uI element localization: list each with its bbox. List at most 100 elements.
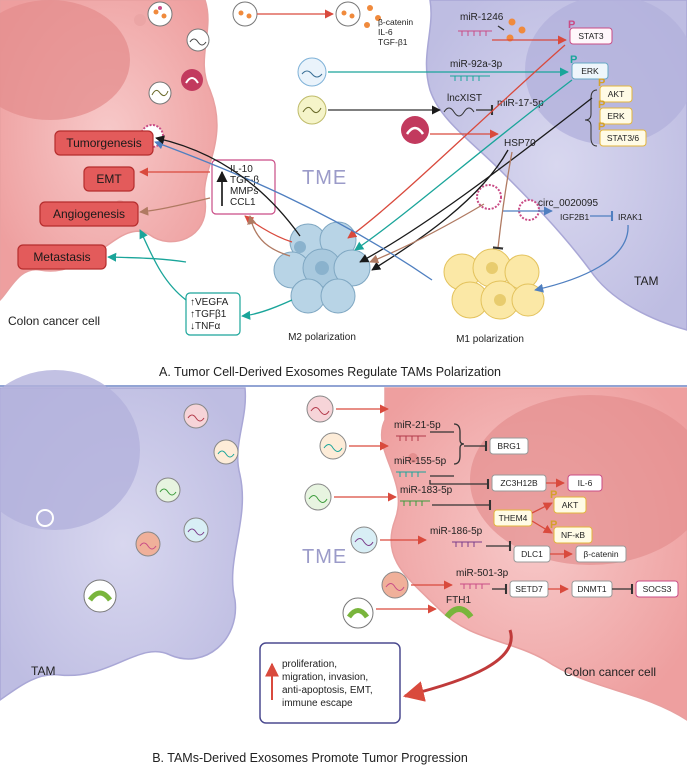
- mir17-label: miR-17-5p: [497, 98, 544, 109]
- m2-factor: CCL1: [230, 197, 256, 208]
- rna-strand: [450, 75, 490, 81]
- outcome-line: anti-apoptosis, EMT,: [282, 685, 373, 696]
- tumorgenesis-label: Tumorgenesis: [66, 136, 142, 150]
- rna-strands-b: [396, 435, 490, 589]
- phospho-akt-b: P: [550, 489, 557, 501]
- erk2-label-a: ERK: [607, 111, 625, 121]
- vesicle-ring: [36, 509, 54, 527]
- arrows-a: [107, 9, 629, 320]
- m2-macrophage-cluster: [273, 221, 371, 314]
- m2-label: M2 polarization: [288, 332, 356, 343]
- mir92a-label: miR-92a-3p: [450, 59, 503, 70]
- free-exosomes-a: [232, 1, 540, 221]
- m2-factor: MMPs: [230, 186, 258, 197]
- emt-box: [83, 166, 135, 192]
- igf2b1-label: IGF2B1: [560, 212, 590, 222]
- outcome-line: proliferation,: [282, 659, 337, 670]
- erk-label-a: ERK: [581, 66, 599, 76]
- free-exosomes-b: [304, 395, 474, 629]
- fth1-label: FTH1: [446, 595, 471, 606]
- socs3-label: SOCS3: [643, 584, 672, 594]
- phospho-erk2: P: [598, 99, 605, 111]
- phospho-stat36: P: [598, 121, 605, 133]
- cargo-il6: IL-6: [378, 27, 393, 37]
- zc3h12b-label: ZC3H12B: [500, 478, 538, 488]
- outcome-curve-arrow: [402, 629, 513, 702]
- emt-label: EMT: [96, 172, 122, 186]
- stat3-box: [569, 27, 613, 45]
- tme-label-b: TME: [302, 546, 347, 568]
- angiogenesis-label: Angiogenesis: [53, 207, 125, 221]
- m2-factor: TGF-β: [230, 175, 259, 186]
- them4-box: [493, 509, 533, 527]
- m2-factor: IL-10: [230, 164, 253, 175]
- tam-label-a: TAM: [634, 274, 658, 288]
- metastasis-label: Metastasis: [33, 250, 90, 264]
- them4-label: THEM4: [499, 513, 528, 523]
- m2-secretion-box: [185, 292, 241, 336]
- phospho-nfkb: P: [550, 519, 557, 531]
- lncxist-label: lncXIST: [447, 93, 482, 104]
- stat3-label: STAT3: [578, 31, 603, 41]
- akt-label-b: AKT: [562, 500, 579, 510]
- m2-factors-box: [211, 159, 276, 215]
- mir21-label: miR-21-5p: [394, 420, 441, 431]
- phospho-akt: P: [598, 77, 605, 89]
- erk2-box-a: [599, 107, 633, 125]
- cargo-beta-catenin: β-catenin: [378, 17, 413, 27]
- bcat-box: [575, 545, 627, 563]
- akt-box-a: [599, 85, 633, 103]
- cargo-dots: [364, 5, 526, 42]
- rna-strand: [458, 30, 492, 36]
- phospho-erk: P: [570, 54, 577, 66]
- hsp70-label: HSP70: [504, 138, 536, 149]
- mir186-label: miR-186-5p: [430, 526, 483, 537]
- dlc1-label: DLC1: [521, 549, 543, 559]
- setd7-label: SETD7: [515, 584, 543, 594]
- akt-label-a: AKT: [608, 89, 625, 99]
- outcome-boxes-a: Tumorgenesis EMT Angiogenesis Metastasis: [17, 130, 154, 270]
- mir155-label: miR-155-5p: [394, 456, 447, 467]
- tme-label-a: TME: [302, 167, 347, 189]
- outcome-line: migration, invasion,: [282, 672, 368, 683]
- mir183-label: miR-183-5p: [400, 485, 453, 496]
- tumorgenesis-box: [54, 130, 154, 156]
- mir501-label: miR-501-3p: [456, 568, 509, 579]
- akt-box-b: [553, 496, 587, 514]
- exosome-icons-b: [83, 403, 239, 613]
- arrows-b: [334, 404, 634, 614]
- secretion-tgfb1: ↑TGFβ1: [190, 309, 227, 320]
- angiogenesis-box: [39, 201, 139, 227]
- vesicle-dot: [134, 14, 146, 26]
- tumor-nucleus-a: [0, 0, 130, 120]
- tam-nucleus-b: [0, 370, 140, 530]
- colon-cell-label-b: Colon cancer cell: [564, 665, 656, 679]
- bracket-a: [584, 89, 598, 147]
- socs3-box: [635, 580, 679, 598]
- tam-label-b: TAM: [31, 664, 55, 678]
- outcome-line: immune escape: [282, 698, 353, 709]
- lncrna-strand: [443, 107, 475, 117]
- colon-cell-label-a: Colon cancer cell: [8, 314, 100, 328]
- mir1246-label: miR-1246: [460, 12, 504, 23]
- m1-macrophage-cluster: [443, 248, 545, 320]
- caption-a: A. Tumor Cell-Derived Exosomes Regulate …: [159, 365, 501, 379]
- phospho-stat3: P: [568, 19, 575, 31]
- nfkb-label: NF-κB: [561, 530, 585, 540]
- secretion-tnfa: ↓TNFα: [190, 321, 220, 332]
- irak1-label: IRAK1: [618, 212, 643, 222]
- brg1-label: BRG1: [497, 441, 520, 451]
- secretion-vegfa: ↑VEGFA: [190, 297, 229, 308]
- circ-label: circ_0020095: [538, 198, 598, 209]
- outcome-box-b: [259, 642, 401, 724]
- m1-label: M1 polarization: [456, 334, 524, 345]
- il6-box: [567, 474, 603, 492]
- erk-box-a: [571, 62, 609, 80]
- caption-b: B. TAMs-Derived Exosomes Promote Tumor P…: [152, 751, 468, 765]
- cargo-tgfb1: TGF-β1: [378, 37, 408, 47]
- dnmt1-label: DNMT1: [577, 584, 607, 594]
- stat36-box: [599, 129, 647, 147]
- vesicle-dot: [408, 453, 418, 463]
